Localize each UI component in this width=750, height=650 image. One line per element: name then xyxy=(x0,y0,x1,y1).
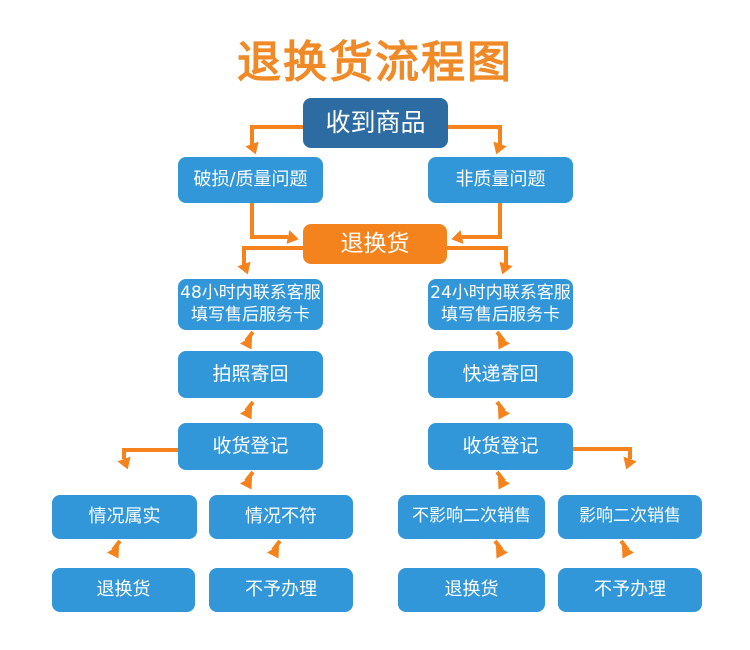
node-contact-service-48h: 48小时内联系客服 填写售后服务卡 xyxy=(178,279,323,330)
node-receive-goods: 收到商品 xyxy=(303,98,448,148)
connector-impact-to-reject xyxy=(619,539,635,559)
connector-noimpact-to-return xyxy=(493,539,509,559)
node-photo-send-back: 拍照寄回 xyxy=(178,351,323,398)
connector-receive-to-nonquality xyxy=(448,125,507,155)
arrowhead xyxy=(237,261,251,275)
connector-nonquality-to-return xyxy=(451,203,502,244)
arrowhead xyxy=(497,476,511,490)
arrowhead xyxy=(497,336,511,350)
arrowhead xyxy=(286,230,299,244)
connector-register-to-true xyxy=(117,448,178,470)
node-line2: 填写售后服务卡 xyxy=(191,304,310,325)
arrowhead xyxy=(266,545,280,559)
connector-false-to-reject xyxy=(266,539,282,559)
arrowhead xyxy=(245,141,259,155)
node-line1: 48小时内联系客服 xyxy=(180,283,321,304)
arrowhead xyxy=(239,336,253,350)
node-receipt-register-left: 收货登记 xyxy=(178,423,323,470)
node-result-return-right: 退换货 xyxy=(398,568,545,612)
connector-damaged-to-return xyxy=(250,203,299,244)
arrowhead xyxy=(239,476,253,490)
arrowhead xyxy=(621,545,635,559)
connector-register-to-impact xyxy=(570,447,637,470)
node-non-quality-issue: 非质量问题 xyxy=(428,157,573,203)
arrowhead xyxy=(499,261,513,275)
node-line2: 填写售后服务卡 xyxy=(441,304,560,325)
connector-register-to-noimpact xyxy=(495,470,511,490)
connector-receive-to-damaged xyxy=(245,125,303,155)
arrowhead xyxy=(497,406,511,420)
connector-true-to-return xyxy=(106,539,122,559)
node-situation-true: 情况属实 xyxy=(52,495,197,539)
connector-48h-to-photo xyxy=(239,330,255,350)
node-damaged-quality-issue: 破损/质量问题 xyxy=(178,157,323,203)
arrowhead xyxy=(117,456,131,470)
arrowhead xyxy=(623,456,637,470)
node-receipt-register-right: 收货登记 xyxy=(428,423,573,470)
node-situation-false: 情况不符 xyxy=(209,495,353,539)
connector-return-to-24h xyxy=(447,246,513,275)
connector-register-to-false xyxy=(239,470,255,490)
arrowhead xyxy=(493,141,507,155)
arrowhead xyxy=(106,545,120,559)
connector-express-to-register xyxy=(495,400,511,420)
node-return-exchange: 退换货 xyxy=(303,224,447,264)
node-contact-service-24h: 24小时内联系客服 填写售后服务卡 xyxy=(428,279,573,330)
arrowhead xyxy=(239,406,253,420)
page-title: 退换货流程图 xyxy=(237,37,513,88)
connector-24h-to-express xyxy=(495,330,511,350)
arrowhead xyxy=(451,230,464,244)
node-express-send-back: 快递寄回 xyxy=(428,351,573,398)
node-result-return-left: 退换货 xyxy=(52,568,195,612)
node-result-reject-left: 不予办理 xyxy=(209,568,353,612)
arrowhead xyxy=(495,545,509,559)
node-no-impact-resale: 不影响二次销售 xyxy=(398,495,545,539)
connector-return-to-48h xyxy=(237,246,303,275)
connector-photo-to-register xyxy=(239,400,255,420)
node-result-reject-right: 不予办理 xyxy=(558,568,702,612)
node-line1: 24小时内联系客服 xyxy=(430,283,571,304)
node-impact-resale: 影响二次销售 xyxy=(558,495,702,539)
